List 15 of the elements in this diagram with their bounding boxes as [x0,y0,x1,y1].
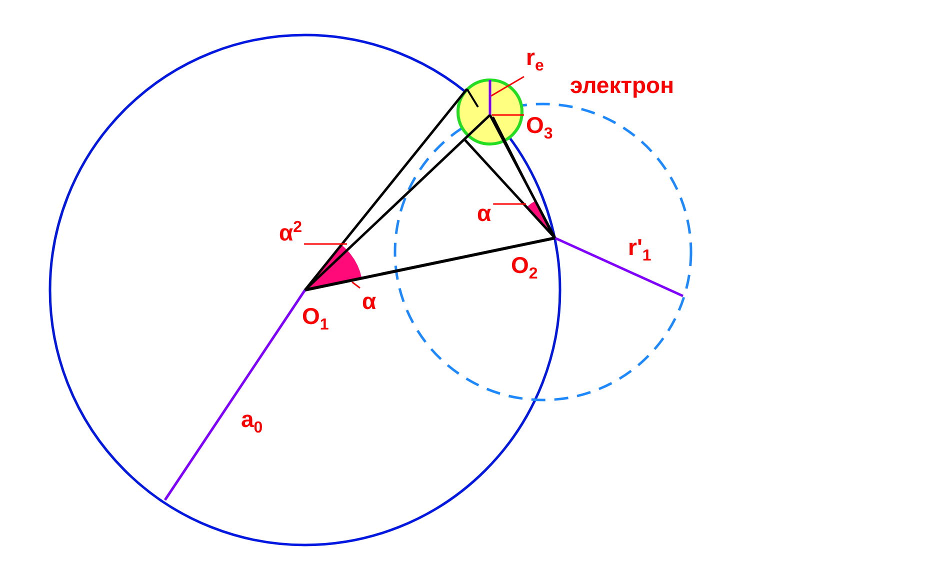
leader-line [492,114,524,116]
radius-label: a$_{0}$ [241,408,263,437]
angle-label: α [362,290,376,313]
radius-label: r'$_{1}$ [628,236,652,265]
leader-line [352,281,360,289]
leader-line [493,203,526,205]
particle-label: электрон [570,74,674,97]
radius-label: r$_{e}$ [526,46,544,75]
angle-label: α [477,202,492,225]
leader-line [304,243,347,245]
leader-line [490,76,524,97]
point-label: O$_{3}$ [526,114,553,143]
angle-label: α$^{2}$ [279,220,302,245]
point-label: O$_{1}$ [302,305,329,334]
point-label: O$_{2}$ [511,254,538,283]
